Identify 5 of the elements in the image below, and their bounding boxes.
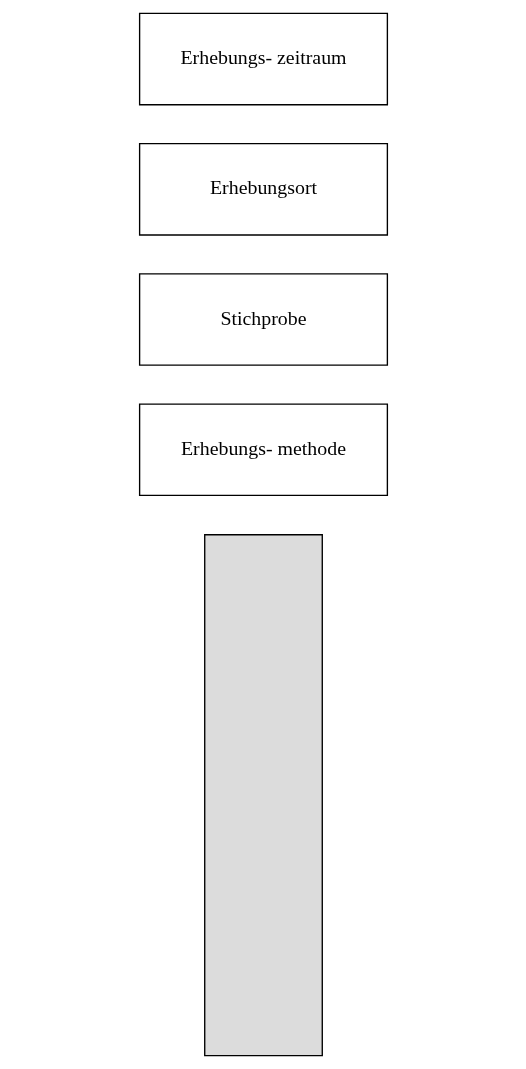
node-box: Stichprobe [138,273,388,366]
node-box: Erhebungsort [138,142,388,236]
node-bar [203,534,323,1057]
node-box: Erhebungs- zeitraum [138,12,388,106]
node-box: Erhebungs- methode [138,403,388,497]
